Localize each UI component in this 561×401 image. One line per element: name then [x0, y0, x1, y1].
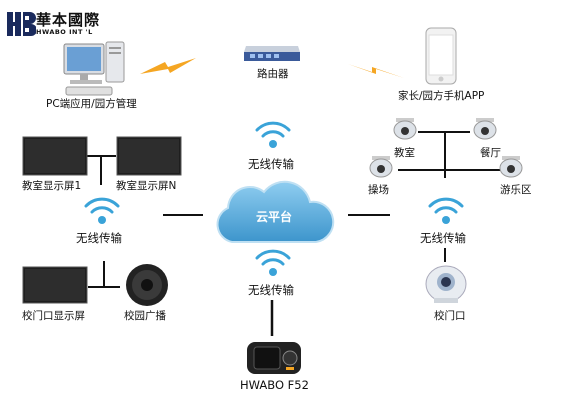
lightning-left-icon: [140, 58, 196, 74]
wireless-bottom-label: 无线传输: [248, 283, 294, 297]
gate-display-label: 校门口显示屏: [22, 310, 85, 322]
gate-camera-icon: [425, 265, 467, 303]
camera-classroom-icon: [393, 118, 417, 140]
cloud-label: 云平台: [256, 210, 293, 224]
wireless-left-label: 无线传输: [76, 231, 122, 245]
camera-canteen-label: 餐厅: [480, 147, 501, 159]
wireless-top-label: 无线传输: [248, 157, 294, 171]
phone-label: 家长/园方手机APP: [398, 90, 485, 102]
router-label: 路由器: [257, 68, 289, 80]
broadcast-label: 校园广播: [124, 310, 166, 322]
wireless-right-label: 无线传输: [420, 231, 466, 245]
display-n-icon: [116, 136, 182, 176]
gate-display-icon: [22, 266, 88, 304]
camera-canteen-icon: [473, 118, 497, 140]
camera-classroom-label: 教室: [394, 147, 415, 159]
lightning-right-icon: [348, 64, 404, 78]
logo: [6, 8, 166, 42]
speaker-icon: [126, 264, 168, 306]
router-icon: [244, 46, 300, 61]
camera-playground-icon: [369, 156, 393, 178]
pc-label: PC端应用/园方管理: [46, 98, 137, 110]
camera-playarea-icon: [499, 156, 523, 178]
wifi-top-icon: [255, 121, 291, 148]
pc-computer-icon: [63, 41, 125, 96]
logo-chinese: 華本國際: [36, 11, 101, 29]
logo-english: HWABO INT 'L: [36, 28, 93, 36]
wifi-right-icon: [428, 197, 464, 224]
cloud-icon: [216, 180, 335, 243]
camera-playground-label: 操场: [368, 184, 389, 196]
logo-mark-icon: [7, 12, 36, 36]
display-1-label: 教室显示屏1: [22, 180, 82, 192]
gate-camera-label: 校门口: [434, 310, 466, 322]
device-label: HWABO F52: [240, 378, 309, 392]
camera-playarea-label: 游乐区: [500, 184, 532, 196]
phone-icon: [425, 27, 457, 85]
display-n-label: 教室显示屏N: [116, 180, 177, 192]
display-1-icon: [22, 136, 88, 176]
wifi-left-icon: [84, 197, 120, 224]
device-f52-icon: [247, 342, 301, 374]
wifi-bottom-icon: [255, 249, 291, 276]
